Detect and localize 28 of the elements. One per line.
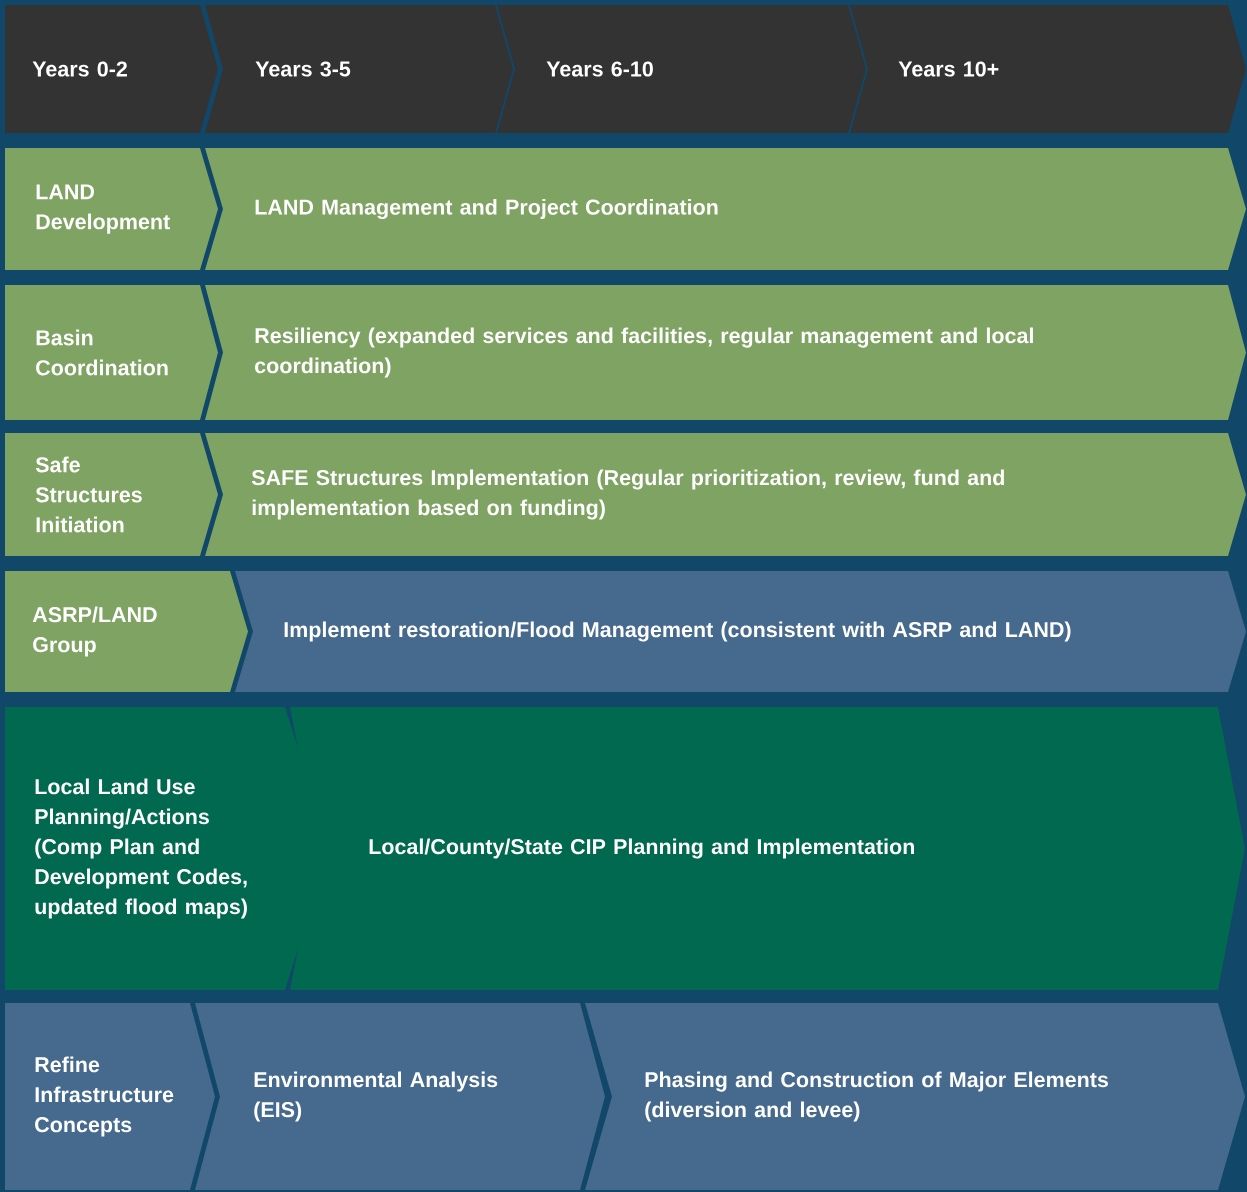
phase-band: Local Land Use Planning/Actions (Comp Plan and Development Codes, updated flood maps) xyxy=(5,707,330,990)
node-label: Phasing and Construction of Major Elements (diversion and levee) xyxy=(645,1071,1109,1122)
phase-band: Years 0-2 xyxy=(5,5,218,133)
node-label: Years 10+ xyxy=(898,61,999,77)
node-label: Resiliency (expanded services and facilities, regular management and local coordination) xyxy=(255,327,1033,378)
phase-band: LAND Development xyxy=(5,148,218,270)
node-label: Environmental Analysis (EIS) xyxy=(254,1071,498,1122)
node-label: Years 6-10 xyxy=(546,61,653,77)
node-label: Safe Structures Initiation xyxy=(35,456,142,533)
phase-band: Safe Structures Initiation xyxy=(5,433,218,556)
phase-band: Environmental Analysis (EIS) xyxy=(195,1003,605,1190)
node-label: LAND Management and Project Coordination xyxy=(255,198,718,220)
phase-band: Years 10+ xyxy=(850,5,1246,133)
phase-band: ASRP/LAND Group xyxy=(5,571,248,692)
node-label: Years 0-2 xyxy=(32,61,127,77)
phase-band: Implement restoration/Flood Management (consistent with ASRP and LAND) xyxy=(235,571,1246,692)
node-label: LAND Development xyxy=(36,184,170,234)
node-label: Basin Coordination xyxy=(36,329,168,376)
node-label: Local/County/State CIP Planning and Implementation xyxy=(369,838,914,859)
phase-band: Years 6-10 xyxy=(497,5,866,133)
phase-band: Years 3-5 xyxy=(205,5,513,133)
node-label: Years 3-5 xyxy=(255,61,351,77)
phase-band: Phasing and Construction of Major Elements (diversion and levee) xyxy=(585,1003,1245,1190)
phase-band: Refine Infrastructure Concepts xyxy=(5,1003,215,1190)
node-label: Refine Infrastructure Concepts xyxy=(35,1056,174,1137)
node-label: Local Land Use Planning/Actions (Comp Plan and Development Codes, updated flood maps) xyxy=(35,778,247,919)
node-label: SAFE Structures Implementation (Regular prioritization, review, fund and implementation based on funding) xyxy=(251,469,1004,520)
phase-band: Basin Coordination xyxy=(5,285,218,420)
